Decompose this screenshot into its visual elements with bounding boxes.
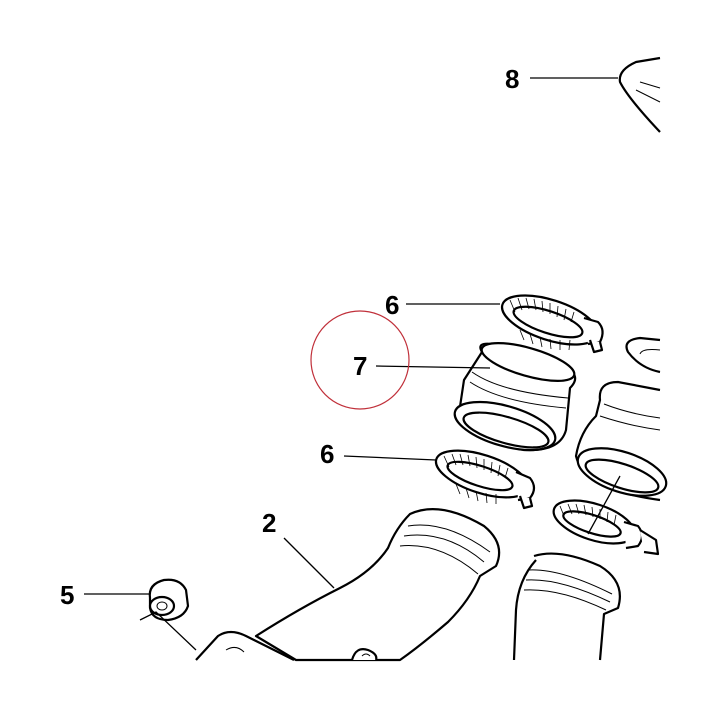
part-6-lower-clamp: [434, 449, 536, 510]
leader-line-5-bracket: [139, 611, 197, 651]
part-8-housing: [618, 56, 661, 133]
part-7-sleeve: [453, 342, 577, 452]
callout-2: 2: [262, 508, 276, 538]
callout-5: 5: [60, 580, 74, 610]
leader-line-2: [283, 537, 335, 589]
callout-8: 8: [505, 64, 519, 94]
part-2-pipe: [195, 508, 501, 662]
leader-line-6-lower: [343, 455, 437, 461]
leader-line-7: [375, 365, 491, 369]
callout-7: 7: [353, 351, 367, 381]
callout-6-upper: 6: [385, 290, 399, 320]
leader-line-right-clamp: [587, 475, 621, 535]
right-clamp-bottom: [552, 499, 660, 556]
highlight-circle: [310, 310, 410, 410]
part-6-upper-clamp: [500, 294, 604, 354]
callout-6-lower: 6: [320, 439, 334, 469]
leader-lines: [84, 77, 621, 651]
right-pipe: [512, 552, 621, 661]
right-clamp-top: [625, 336, 661, 374]
right-sleeve: [574, 380, 668, 502]
part-5-grommet: [148, 578, 190, 622]
